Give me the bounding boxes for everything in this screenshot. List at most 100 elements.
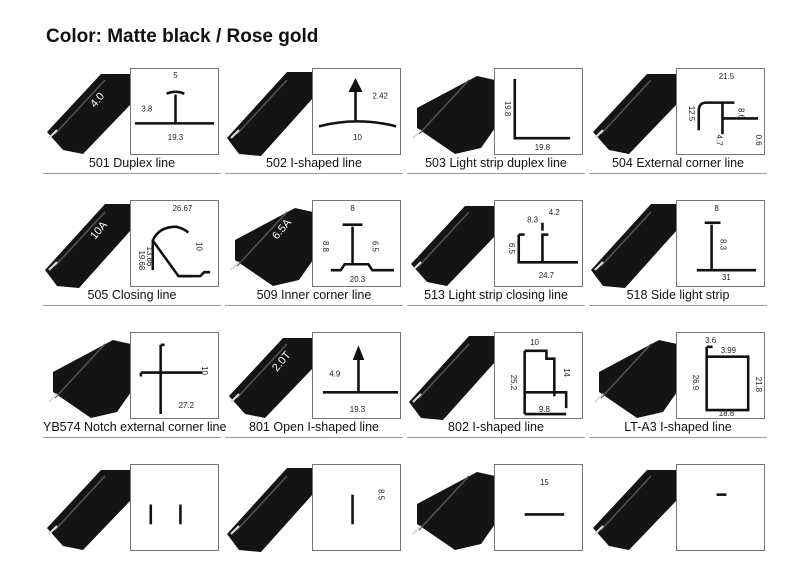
- profile-outline: [151, 239, 193, 278]
- dimension-label: 8.8: [321, 241, 330, 253]
- product-photo: [593, 470, 677, 550]
- dimension-label: 10: [353, 133, 362, 142]
- extrusion-highlight: [600, 343, 652, 399]
- product-label: LT-A3 I-shaped line: [624, 420, 732, 434]
- product-label: 503 Light strip duplex line: [425, 156, 567, 170]
- extrusion-shape: [47, 470, 131, 550]
- product-card[interactable]: 8.5: [225, 464, 403, 574]
- dimension-label: 3.99: [721, 346, 737, 355]
- profile-outline: [178, 270, 211, 278]
- dimension-label: 14: [562, 368, 571, 377]
- extrusion-highlight: [54, 343, 106, 399]
- extrusion-shape: [411, 206, 495, 286]
- dimension-label: 8: [714, 204, 719, 213]
- extrusion-highlight: [418, 211, 470, 267]
- divider: [225, 173, 403, 174]
- extrusion-edge: [230, 393, 240, 403]
- extrusion-shape: [593, 470, 677, 550]
- product-photo: [412, 76, 495, 154]
- dimension-label: 8.3: [719, 239, 728, 251]
- extrusion-shape: [45, 204, 131, 288]
- product-photo: [591, 204, 677, 288]
- extrusion-shape: [235, 208, 313, 286]
- divider: [225, 437, 403, 438]
- profile-outline: [517, 234, 579, 264]
- extrusion-shape: [229, 338, 313, 418]
- profile-outline: [330, 262, 395, 272]
- product-photo: [227, 72, 313, 156]
- dimension-label: 2.42: [373, 92, 388, 101]
- extrusion-shape: [53, 340, 131, 418]
- profile-diagram: 15: [494, 464, 583, 551]
- extrusion-edge: [48, 393, 58, 403]
- profile-diagram: [676, 464, 765, 551]
- profile-diagram: 53.819.3: [130, 68, 219, 155]
- profile-diagram: 4.919.3: [312, 332, 401, 419]
- extrusion-edge: [412, 129, 422, 139]
- extrusion-highlight: [418, 343, 470, 399]
- dimension-label: 27.2: [179, 401, 194, 410]
- dimension-label: 26.67: [173, 204, 193, 213]
- profile-diagram: [130, 464, 219, 551]
- product-photo: [593, 74, 677, 154]
- extrusion-edge: [594, 393, 604, 403]
- product-photo: [594, 340, 677, 418]
- product-label: 501 Duplex line: [88, 156, 176, 170]
- product-card[interactable]: [589, 464, 767, 574]
- dimension-label: 8.6: [736, 108, 745, 120]
- product-label: 504 External corner line: [611, 156, 745, 170]
- extrusion-highlight: [236, 211, 288, 267]
- extrusion-highlight: [54, 211, 106, 267]
- product-card[interactable]: [43, 464, 221, 574]
- product-card[interactable]: 2.42 10 502 I-shaped line: [225, 68, 403, 178]
- extrusion-highlight: [236, 79, 288, 135]
- product-label: 509 Inner corner line: [256, 288, 372, 302]
- extrusion-highlight: [418, 79, 470, 135]
- extrusion-edge: [48, 129, 58, 139]
- extrusion-shape: [593, 74, 677, 154]
- product-card[interactable]: 15: [407, 464, 585, 574]
- product-label: 802 I-shaped line: [448, 420, 544, 434]
- profile-outline: [513, 78, 571, 140]
- profile-diagram: 2.42 10: [312, 68, 401, 155]
- divider: [43, 173, 221, 174]
- extrusion-shape: [47, 74, 131, 154]
- product-photo: [227, 468, 313, 552]
- extrusion-shape: [227, 72, 313, 156]
- extrusion-highlight: [54, 79, 106, 135]
- dimension-label: 6.5: [370, 241, 379, 253]
- profile-diagram: 19.819.8: [494, 68, 583, 155]
- profile-outline: [705, 346, 750, 412]
- extrusion-edge: [412, 261, 422, 271]
- profile-outline: [524, 349, 556, 397]
- product-photo: [47, 470, 131, 550]
- dimension-label: 13.86: [145, 246, 154, 266]
- product-label: 502 I-shaped line: [266, 156, 362, 170]
- extrusion-edge: [230, 261, 240, 271]
- extrusion-edge: [594, 261, 604, 271]
- product-photo: 2.0T: [229, 338, 313, 418]
- dimension-label: 6.5: [507, 243, 516, 255]
- dimension-label: 8.3: [527, 216, 539, 225]
- product-photo: 4.0: [47, 74, 131, 154]
- divider: [407, 437, 585, 438]
- dimension-label: 9.8: [539, 405, 551, 414]
- dimension-label: 21.8: [754, 377, 763, 393]
- extrusion-edge: [48, 261, 58, 271]
